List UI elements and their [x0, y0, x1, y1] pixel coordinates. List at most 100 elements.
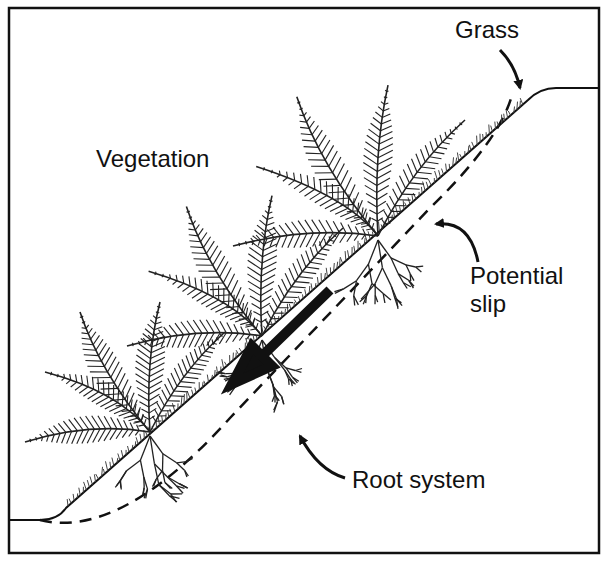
fern-leaflet [96, 339, 103, 350]
fern-leaflet [425, 162, 438, 164]
grass-blade [503, 114, 505, 121]
fern-leaflet [195, 225, 199, 231]
fern-leaflet [203, 344, 205, 352]
fern-leaflet [340, 170, 348, 185]
fern-leaflet [263, 244, 277, 250]
slip-label: Potential slip [470, 262, 588, 317]
fern-leaflet [174, 368, 180, 382]
fern-leaflet [184, 377, 199, 379]
fern-leaflet [262, 262, 277, 270]
fern-leaflet [364, 148, 378, 157]
fern-leaflet [82, 338, 91, 339]
grass-blade [126, 450, 127, 455]
grass-blade [229, 355, 230, 363]
fern-leaflet [354, 234, 359, 241]
fern-leaflet [391, 211, 401, 212]
fern-leaflet [403, 170, 409, 183]
grass-blade [172, 403, 175, 412]
fern-leaflet [271, 172, 273, 173]
grass-blade [109, 462, 111, 469]
fern-leaflet [117, 388, 119, 403]
fern-stem [25, 429, 150, 442]
fern-leaflet [201, 333, 209, 347]
fern-leaflet [333, 157, 341, 173]
fern-leaflet [190, 246, 203, 248]
grass-blade [324, 273, 326, 280]
fern-leaflet [198, 360, 209, 362]
fern-leaflet [383, 109, 389, 111]
fern-leaflet [309, 121, 314, 128]
fern-leaflet [407, 164, 413, 178]
fern-leaflet [66, 380, 71, 384]
fern-leaflet [305, 220, 314, 233]
grass-blade [446, 164, 447, 172]
root [162, 454, 164, 471]
grass-blade [352, 247, 353, 256]
fern-leaflet [379, 138, 393, 145]
fern-leaflet [150, 340, 152, 346]
fern-leaflet [116, 429, 123, 439]
fern-leaflet [92, 377, 93, 389]
grass-blade [298, 296, 300, 301]
fern-leaflet [326, 233, 333, 245]
fern-leaflet [209, 347, 215, 348]
fern-leaflet [261, 275, 275, 283]
fern-leaflet [149, 401, 158, 407]
fern-leaflet [264, 239, 267, 247]
fern-leaflet [381, 219, 384, 224]
fern-leaflet [235, 287, 241, 300]
fern-leaflet [325, 145, 334, 160]
fern-leaflet [384, 97, 385, 98]
root [295, 369, 302, 371]
fern-leaflet [63, 374, 65, 378]
fern-leaflet [295, 282, 310, 283]
fern-leaflet [223, 288, 224, 303]
fern-leaflet [320, 179, 322, 192]
grass-blade [464, 151, 465, 156]
fern-leaflet [387, 203, 392, 211]
fern-leaflet [50, 374, 51, 375]
fern-leaflet [220, 321, 226, 333]
fern-leaflet [149, 381, 162, 388]
fern-leaflet [267, 217, 273, 219]
fern-leaflet [269, 206, 271, 208]
fern-leaflet [207, 333, 215, 346]
fern-leaflet [82, 344, 93, 345]
fern-leaflet [156, 312, 157, 313]
fern-leaflet [263, 169, 265, 170]
fern-leaflet [192, 291, 202, 298]
fern-leaflet [155, 272, 157, 274]
grass-blade [199, 382, 200, 390]
grass-label: Grass [455, 16, 519, 44]
fern-leaflet [288, 291, 302, 293]
fern-leaflet [202, 277, 220, 278]
fern-leaflet [300, 234, 307, 248]
fern-leaflet [145, 329, 153, 336]
fern-stem [297, 97, 378, 236]
fern-leaflet [413, 178, 428, 179]
root [144, 489, 147, 498]
fern-leaflet [36, 439, 38, 441]
fern-leaflet [218, 285, 219, 300]
grass-blade [442, 169, 444, 175]
root [404, 283, 408, 289]
fern-leaflet [198, 228, 203, 236]
fern-leaflet [87, 376, 88, 387]
grass-blade [236, 350, 239, 355]
grass-blade [302, 294, 304, 298]
fern-leaflet [206, 282, 224, 284]
fern-stem [186, 206, 262, 336]
grass-blade [192, 390, 194, 396]
fern-leaflet [235, 319, 246, 323]
root [286, 368, 295, 371]
fern-leaflet [375, 112, 382, 117]
fern-leaflet [258, 240, 260, 246]
fern-leaflet [270, 237, 274, 246]
grass-blade [508, 111, 510, 116]
fern-leaflet [124, 420, 128, 429]
grass-blade [413, 193, 416, 199]
fern-leaflet [194, 258, 210, 260]
fern-leaflet [164, 327, 171, 336]
root [391, 286, 395, 298]
fern-leaflet [129, 430, 134, 437]
